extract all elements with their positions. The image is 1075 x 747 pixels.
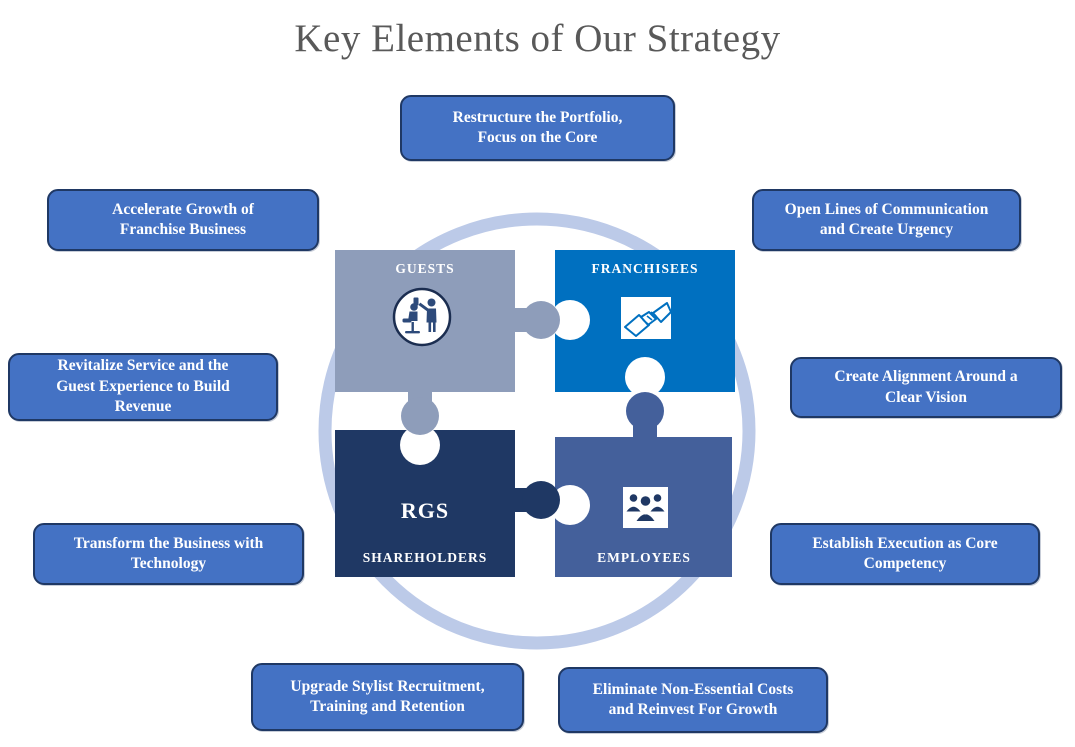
callout-accelerate: Accelerate Growth of Franchise Business — [47, 189, 319, 251]
callout-upgrade: Upgrade Stylist Recruitment, Training an… — [251, 663, 524, 731]
callout-restructure-label: Restructure the Portfolio, Focus on the … — [452, 108, 623, 146]
rgs-label: RGS — [401, 498, 449, 523]
employees-label: EMPLOYEES — [597, 550, 691, 565]
guests-label: GUESTS — [395, 261, 454, 276]
callout-eliminate: Eliminate Non-Essential Costs and Reinve… — [558, 667, 828, 733]
callout-transform: Transform the Business with Technology — [33, 523, 304, 585]
puzzle-knobs — [401, 301, 664, 519]
callout-restructure: Restructure the Portfolio, Focus on the … — [400, 95, 675, 161]
callout-open-lines: Open Lines of Communication and Create U… — [752, 189, 1021, 251]
team-icon — [623, 487, 668, 528]
stylist-client-icon — [392, 287, 452, 347]
callout-create-alignment: Create Alignment Around a Clear Vision — [790, 357, 1062, 418]
callout-open-lines-label: Open Lines of Communication and Create U… — [784, 200, 989, 238]
callout-establish-label: Establish Execution as Core Competency — [812, 534, 998, 572]
callout-establish: Establish Execution as Core Competency — [770, 523, 1040, 585]
callout-upgrade-label: Upgrade Stylist Recruitment, Training an… — [290, 677, 485, 715]
page-title: Key Elements of Our Strategy — [294, 17, 781, 60]
callout-transform-label: Transform the Business with Technology — [73, 534, 264, 572]
callout-revitalize: Revitalize Service and the Guest Experie… — [8, 353, 278, 421]
franchisees-label: FRANCHISEES — [591, 261, 698, 276]
callout-eliminate-label: Eliminate Non-Essential Costs and Reinve… — [592, 680, 794, 718]
handshake-icon — [621, 297, 672, 339]
shareholders-label: SHAREHOLDERS — [363, 550, 488, 565]
callout-revitalize-label: Revitalize Service and the Guest Experie… — [56, 357, 230, 416]
puzzle-notches — [400, 300, 665, 525]
callout-accelerate-label: Accelerate Growth of Franchise Business — [112, 200, 254, 238]
orbit-ring — [318, 212, 756, 650]
callout-create-alignment-label: Create Alignment Around a Clear Vision — [834, 368, 1018, 406]
